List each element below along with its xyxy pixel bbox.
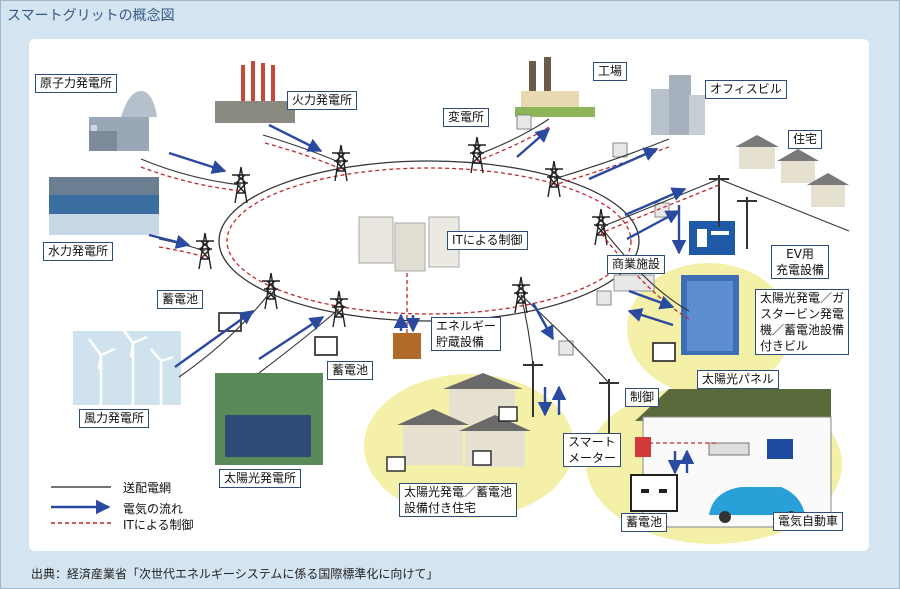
transmission-lines <box>140 118 850 384</box>
legend-flow-label: 電気の流れ <box>123 502 184 516</box>
label-electric-car: 電気自動車 <box>773 512 844 531</box>
battery-icon-house1 <box>386 456 406 472</box>
label-ev-charging: EV用 充電設備 <box>771 245 830 279</box>
label-commercial: 商業施設 <box>607 255 666 274</box>
label-house: 住宅 <box>788 130 823 149</box>
grid-ring <box>218 160 640 322</box>
battery-icon-building <box>652 342 676 362</box>
label-factory: 工場 <box>593 62 628 81</box>
source-citation: 出典：経済産業省「次世代エネルギーシステムに係る国際標準化に向けて」 <box>31 567 439 581</box>
battery-icon-house3 <box>498 406 518 422</box>
label-battery-left: 蓄電池 <box>157 290 204 309</box>
label-home-battery: 蓄電池 <box>621 513 668 532</box>
diagram-svg <box>49 57 850 544</box>
home-battery-icon <box>630 474 678 512</box>
control-lines <box>140 126 720 444</box>
battery-icon-mid <box>314 336 338 356</box>
label-battery-mid: 蓄電池 <box>327 361 374 380</box>
solar-plant-icon <box>215 373 323 465</box>
solar-gas-building-icon <box>681 275 739 355</box>
nuclear-plant-icon <box>89 91 157 151</box>
diagram-canvas: 原子力発電所 火力発電所 水力発電所 変電所 工場 オフィスビル 住宅 EV用 … <box>29 39 869 551</box>
legend-transmission-label: 送配電網 <box>123 481 172 495</box>
label-thermal-plant: 火力発電所 <box>287 91 358 110</box>
wind-farm-icon <box>73 326 181 405</box>
label-smart-meter: スマート メーター <box>563 433 622 467</box>
figure-title: スマートグリットの概念図 <box>7 8 175 24</box>
power-flow-arrows <box>148 123 695 475</box>
factory-icon <box>515 57 595 117</box>
label-solar-plant: 太陽光発電所 <box>219 469 302 488</box>
label-energy-storage: エネルギー 貯蔵設備 <box>431 317 502 351</box>
commercial-facility-icon <box>613 274 655 292</box>
label-solar-gas-building: 太陽光発電／ガ スタービン発電 機／蓄電池設備 付きビル <box>755 289 850 355</box>
label-office: オフィスビル <box>705 80 787 99</box>
label-wind-farm: 風力発電所 <box>79 409 150 428</box>
houses-icon <box>735 135 849 207</box>
solar-houses-icon <box>397 373 531 467</box>
label-substation: 変電所 <box>443 108 490 127</box>
hydro-dam-icon <box>49 177 159 235</box>
it-control-ring <box>226 167 632 315</box>
energy-storage-icon <box>393 333 421 359</box>
label-hydro-plant: 水力発電所 <box>43 242 114 261</box>
label-it-control: ITによる制御 <box>447 231 528 250</box>
label-solar-houses: 太陽光発電／蓄電池 設備付き住宅 <box>399 483 518 517</box>
battery-icon-house2 <box>472 450 492 466</box>
label-solar-panel: 太陽光パネル <box>697 370 780 389</box>
thermal-plant-icon <box>215 61 295 123</box>
ev-charging-icon <box>689 221 735 255</box>
legend-control-label: ITによる制御 <box>123 518 194 532</box>
smart-meter-icon <box>635 437 651 457</box>
it-server-icon <box>358 216 460 272</box>
label-nuclear-plant: 原子力発電所 <box>35 74 118 93</box>
office-building-icon <box>651 75 705 135</box>
label-control: 制御 <box>625 388 660 407</box>
